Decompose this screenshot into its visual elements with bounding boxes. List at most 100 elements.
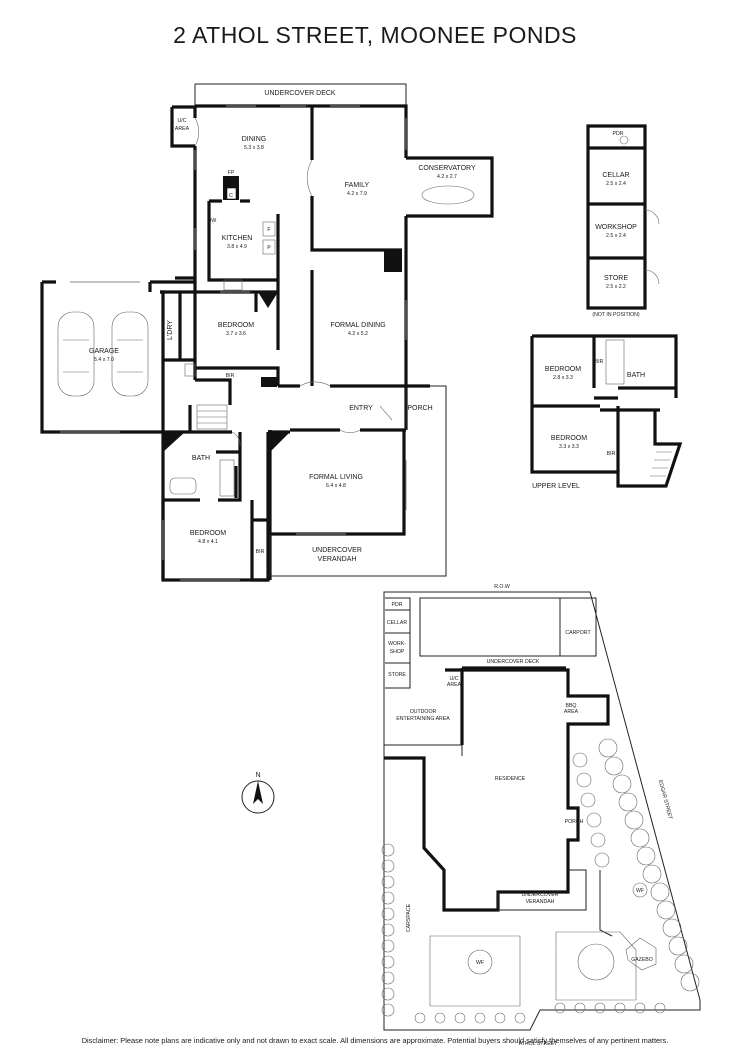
site-porch-label: PORCH <box>565 819 584 825</box>
residence-label: RESIDENCE <box>495 776 526 782</box>
bedroom-fireplace-corner <box>258 292 278 308</box>
upper-level-label: UPPER LEVEL <box>532 483 580 490</box>
dishwasher-label: DW <box>208 218 217 224</box>
site-workshop-label-line2: SHOP <box>390 649 405 655</box>
athol-street-label: ATHOL STREET <box>519 1041 558 1047</box>
upper-level-outer-walls <box>530 334 683 488</box>
page-title: 2 ATHOL STREET, MOONEE PONDS <box>173 22 577 48</box>
carport-outline <box>419 597 597 657</box>
upper-bedroom-1-label: BEDROOM <box>545 366 581 373</box>
pantry-label: P <box>267 245 271 251</box>
ground-floor-doors <box>194 117 393 447</box>
bedroom-1-dimensions: 3.7 x 3.6 <box>226 331 246 337</box>
verandah-porch-outline <box>269 385 447 577</box>
fireplace-cupboard <box>226 187 237 200</box>
laundry-walls <box>163 292 195 362</box>
compass-north-label: N <box>255 772 260 779</box>
bbq-area-label-line2: AREA <box>564 709 579 715</box>
outbuilding-pdr-label: PDR <box>613 131 624 137</box>
upper-level-plan <box>530 334 683 488</box>
fridge-label: F <box>267 227 270 233</box>
site-verandah-outline <box>497 869 587 911</box>
conservatory-label: CONSERVATORY <box>418 165 476 172</box>
north-compass: N <box>241 772 275 814</box>
not-in-position-note: (NOT IN POSITION) <box>592 312 639 318</box>
ground-floor-stairs <box>196 404 228 430</box>
cellar-dimensions: 2.5 x 2.4 <box>606 181 626 187</box>
bath-walls <box>163 430 242 502</box>
family-partition-walls <box>310 106 402 386</box>
outbuilding-doors <box>644 209 660 285</box>
laundry-cupboard <box>184 363 196 377</box>
formal-living-fireplace <box>268 432 290 452</box>
bedroom-2-label: BEDROOM <box>190 530 226 537</box>
family-fireplace <box>384 250 402 272</box>
carport-label: CARPORT <box>565 630 591 636</box>
site-undercover-deck-label: UNDERCOVER DECK <box>487 659 540 665</box>
garage-label: GARAGE <box>89 348 119 355</box>
shower <box>219 459 235 497</box>
carspace-label: CARSPACE <box>406 903 412 932</box>
conservatory-dimensions: 4.2 x 2.7 <box>437 174 457 180</box>
disclaimer-text: Disclaimer: Please note plans are indica… <box>81 1036 669 1045</box>
site-boundary <box>383 591 701 1031</box>
site-uc-label-line1: U/C <box>450 676 459 682</box>
upper-shower <box>605 339 625 385</box>
formal-dining-dimensions: 4.2 x 5.2 <box>348 331 368 337</box>
bath-label: BATH <box>192 455 210 462</box>
workshop-dimensions: 2.5 x 2.4 <box>606 233 626 239</box>
undercover-deck-label: UNDERCOVER DECK <box>264 90 336 97</box>
dining-label: DINING <box>242 136 267 143</box>
site-workshop-label-line1: WORK- <box>388 641 406 647</box>
fireplace-label: FP <box>228 170 235 176</box>
upper-bath-label: BATH <box>627 372 645 379</box>
laundry-label: L'DRY <box>167 320 174 340</box>
garage-car-right <box>111 311 149 397</box>
upper-level-inner-walls <box>532 336 676 472</box>
row-label: R.O.W <box>494 584 510 590</box>
site-trees <box>381 738 700 1024</box>
bath-corner-fireplace <box>163 432 185 452</box>
main-house-west-walls <box>160 106 278 380</box>
fridge-box <box>262 221 276 237</box>
porch-label: PORCH <box>407 405 432 412</box>
cellar-label: CELLAR <box>602 172 629 179</box>
bedroom-1-bir-label: BIR <box>226 373 235 379</box>
kitchen-label: KITCHEN <box>222 235 253 242</box>
kitchen-walls <box>207 199 280 292</box>
workshop-label: WORKSHOP <box>595 224 637 231</box>
conservatory-walls <box>406 156 494 218</box>
outdoor-area-label-line1: OUTDOOR <box>410 709 437 715</box>
site-verandah-label-line1: UNDERCOVER <box>522 892 559 898</box>
formal-living-label: FORMAL LIVING <box>309 474 363 481</box>
upper-bedroom-1-dimensions: 2.8 x 3.3 <box>553 375 573 381</box>
formal-living-north-walls <box>266 386 408 520</box>
bedroom-1-label: BEDROOM <box>218 322 254 329</box>
pdr-toilet <box>619 135 629 145</box>
family-label: FAMILY <box>345 182 370 189</box>
water-feature-label-2: WF <box>636 888 644 894</box>
uc-area-walls <box>170 105 195 148</box>
bathtub <box>169 477 197 495</box>
garage-dimensions: 5.4 x 7.0 <box>94 357 114 363</box>
bbq-area-label-line1: BBQ <box>566 703 577 709</box>
site-cellar-label: CELLAR <box>387 620 407 626</box>
cooktop <box>223 279 243 291</box>
store-label: STORE <box>604 275 628 282</box>
formal-living-dimensions: 6.4 x 4.8 <box>326 483 346 489</box>
site-verandah-label-line2: VERANDAH <box>526 899 555 905</box>
ground-floor-windows <box>60 105 407 581</box>
entry-label: ENTRY <box>349 405 373 412</box>
gazebo-label: GAZEBO <box>631 957 653 963</box>
residence-footprint <box>384 668 610 912</box>
verandah-label-line1: UNDERCOVER <box>312 547 362 554</box>
site-uc-label-line2: AREA <box>447 682 462 688</box>
garden-path <box>599 870 613 937</box>
upper-stairs <box>650 451 672 477</box>
upper-bedroom-2-label: BEDROOM <box>551 435 587 442</box>
uc-area-label-line2: AREA <box>175 126 190 132</box>
family-dimensions: 4.2 x 7.9 <box>347 191 367 197</box>
bedroom-1-fireplace <box>261 377 277 387</box>
store-dimensions: 2.5 x 2.2 <box>606 284 626 290</box>
